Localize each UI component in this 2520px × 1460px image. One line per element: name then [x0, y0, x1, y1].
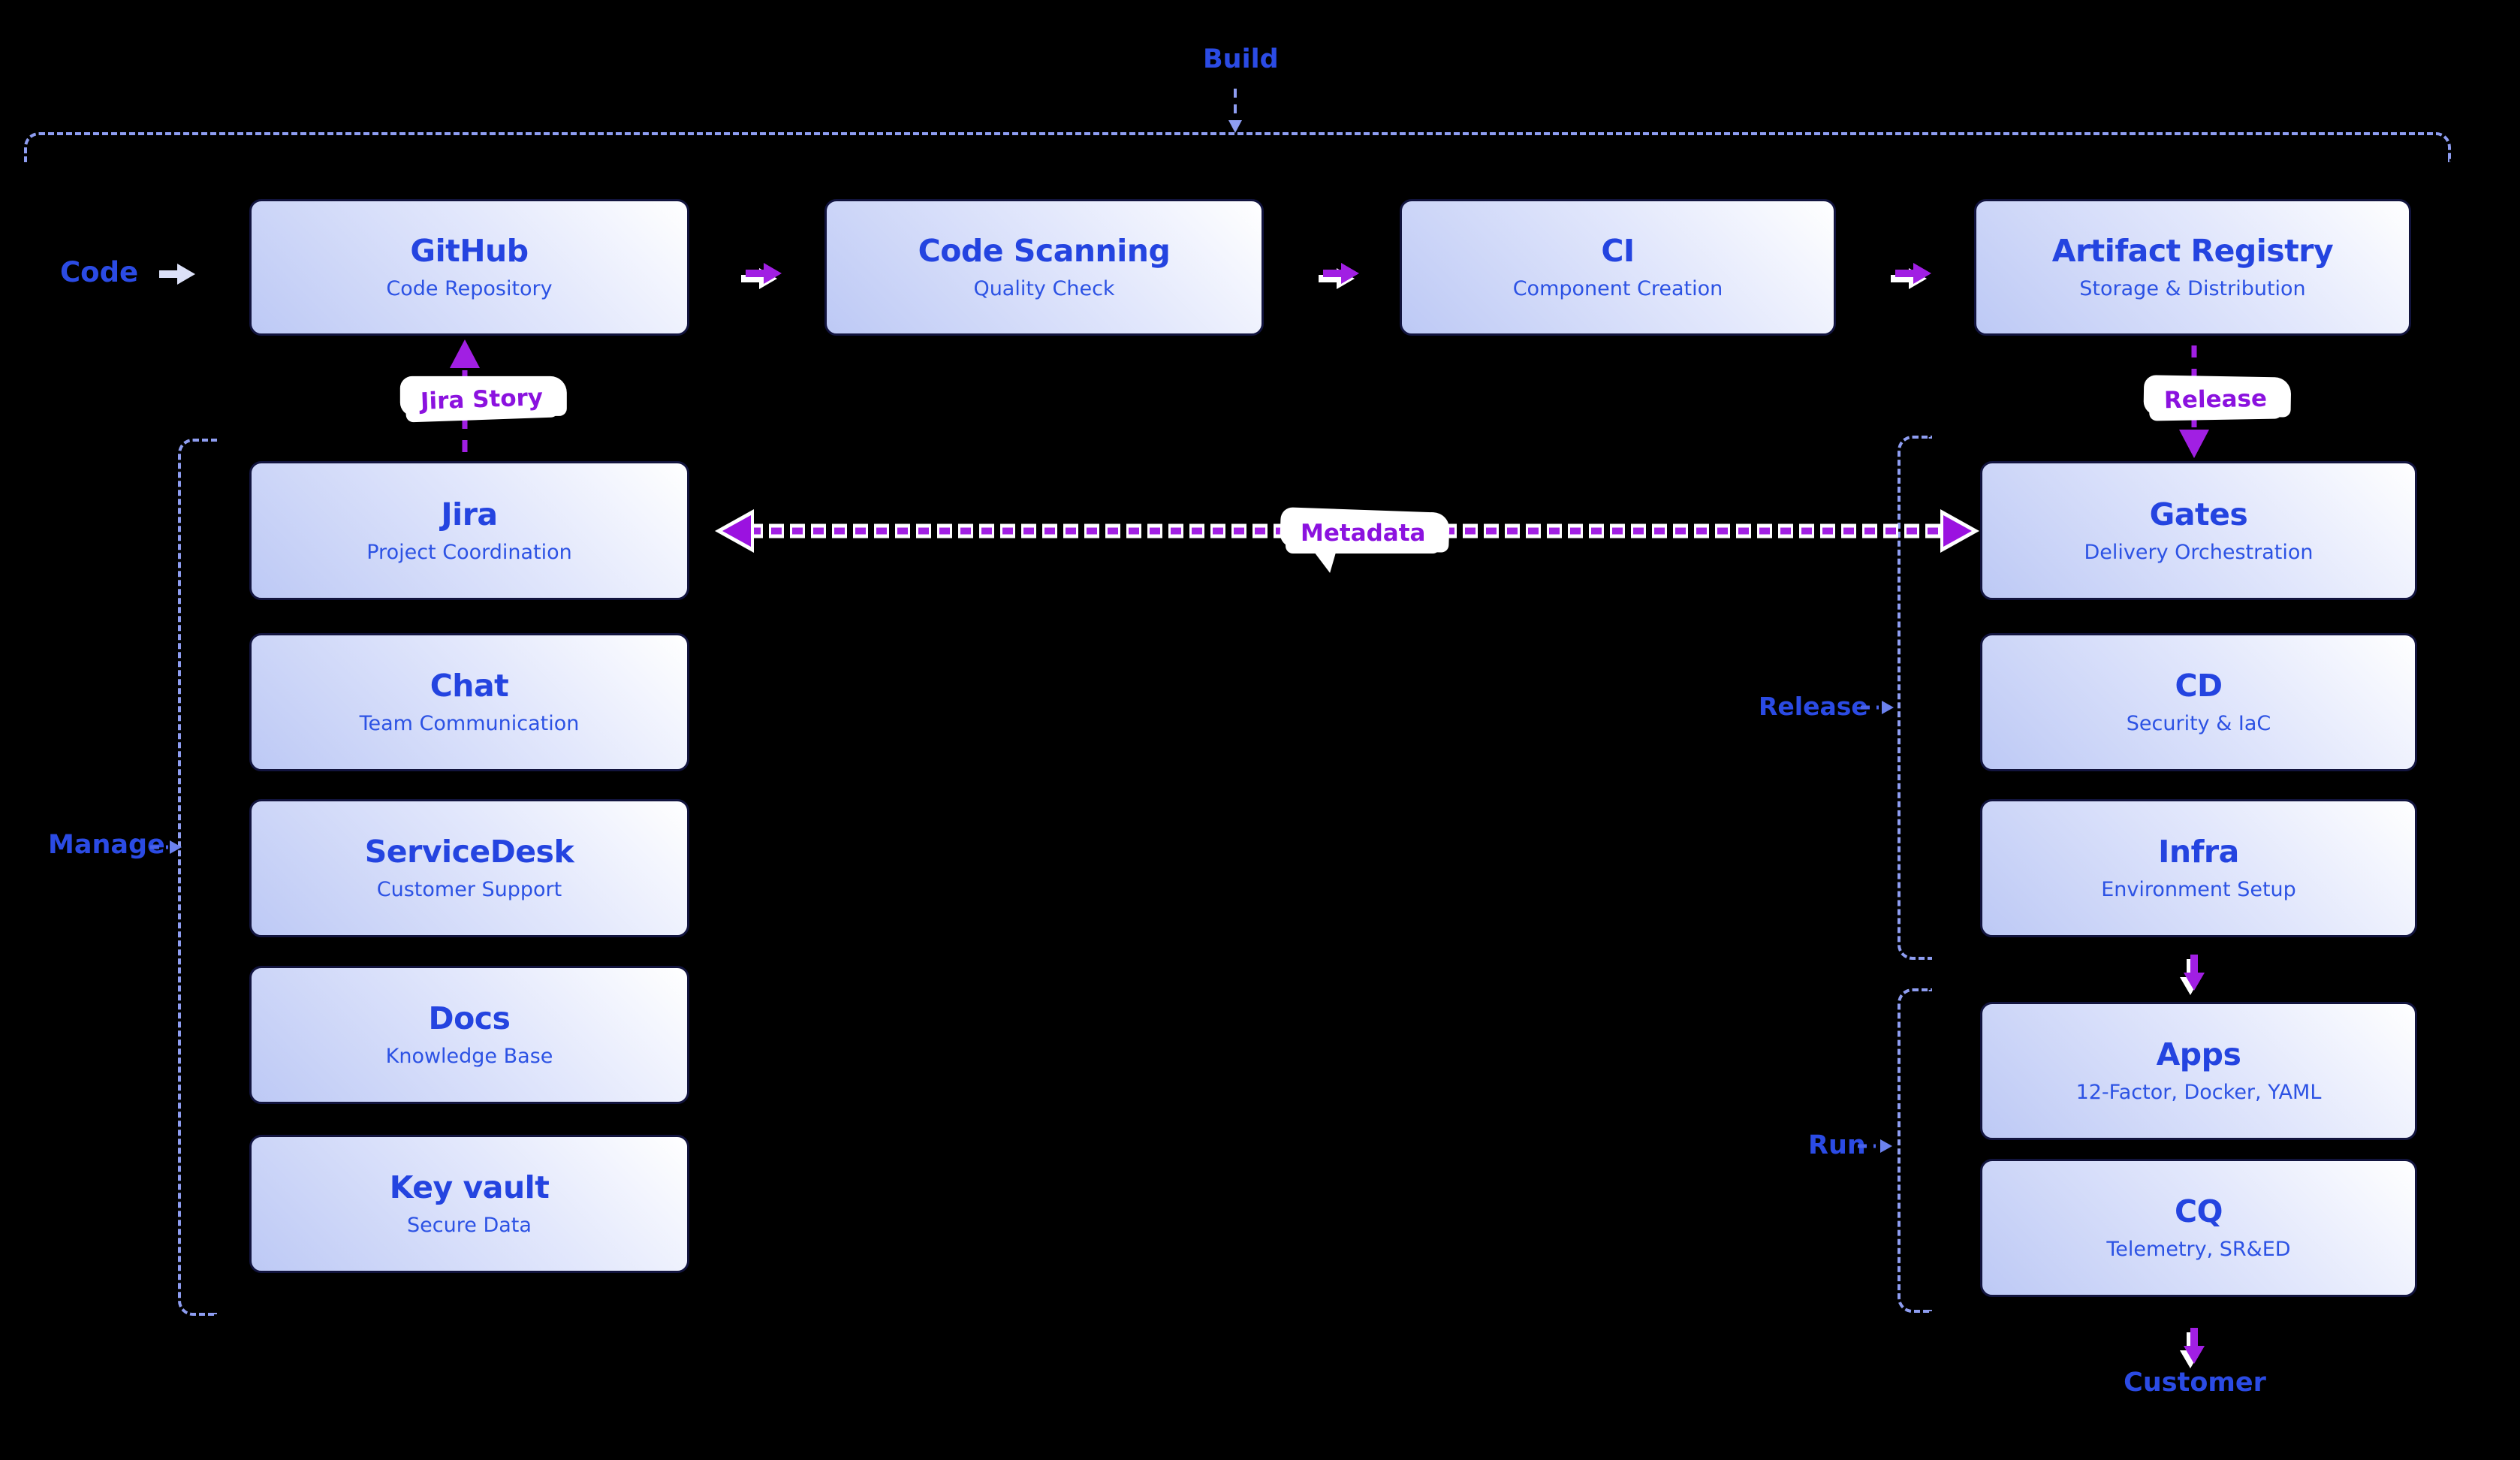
node-infra[interactable]: Infra Environment Setup — [1980, 799, 2417, 937]
node-title: CD — [2175, 668, 2223, 704]
cq-to-customer-arrow-icon — [2180, 1328, 2205, 1368]
node-title: CI — [1601, 233, 1635, 269]
node-key-vault[interactable]: Key vault Secure Data — [249, 1135, 689, 1273]
release-tag: Release — [2148, 379, 2283, 421]
run-phase-bracket — [1898, 988, 1932, 1313]
node-title: CQ — [2175, 1193, 2223, 1229]
node-title: Jira — [441, 496, 498, 532]
ci-to-artifact-arrow-icon — [1891, 263, 1931, 289]
build-phase-bracket — [24, 132, 2451, 162]
node-subtitle: Delivery Orchestration — [2084, 540, 2314, 564]
node-title: GitHub — [410, 233, 529, 269]
node-subtitle: Security & IaC — [2126, 712, 2271, 735]
node-github[interactable]: GitHub Code Repository — [249, 199, 689, 336]
node-title: Key vault — [389, 1169, 550, 1205]
release-phase-bracket — [1898, 436, 1932, 960]
node-cd[interactable]: CD Security & IaC — [1980, 633, 2417, 771]
build-tick — [1228, 89, 1242, 133]
jira-story-tag: Jira Story — [405, 377, 559, 423]
node-subtitle: Environment Setup — [2101, 878, 2296, 901]
codescanning-to-ci-arrow-icon — [1319, 263, 1359, 289]
node-title: Apps — [2156, 1036, 2241, 1072]
node-subtitle: Secure Data — [407, 1214, 532, 1237]
node-subtitle: Telemetry, SR&ED — [2106, 1238, 2291, 1261]
node-cq[interactable]: CQ Telemetry, SR&ED — [1980, 1159, 2417, 1297]
node-title: Infra — [2158, 834, 2239, 870]
customer-label: Customer — [2124, 1368, 2266, 1398]
node-title: Code Scanning — [918, 233, 1171, 269]
manage-phase-bracket — [178, 439, 217, 1316]
node-code-scanning[interactable]: Code Scanning Quality Check — [824, 199, 1264, 336]
node-title: ServiceDesk — [364, 834, 574, 870]
metadata-tag: Metadata — [1286, 514, 1441, 554]
code-to-github-arrow-icon — [159, 264, 195, 285]
node-servicedesk[interactable]: ServiceDesk Customer Support — [249, 799, 689, 937]
node-subtitle: Component Creation — [1512, 277, 1723, 300]
release-phase-label: Release — [1759, 692, 1868, 721]
build-phase-label: Build — [1203, 44, 1279, 74]
run-phase-label: Run — [1808, 1130, 1866, 1160]
node-jira[interactable]: Jira Project Coordination — [249, 461, 689, 600]
node-subtitle: Customer Support — [376, 878, 562, 901]
node-apps[interactable]: Apps 12-Factor, Docker, YAML — [1980, 1002, 2417, 1140]
node-subtitle: Knowledge Base — [385, 1045, 553, 1068]
node-title: Artifact Registry — [2051, 233, 2334, 269]
node-title: Chat — [430, 668, 509, 704]
node-chat[interactable]: Chat Team Communication — [249, 633, 689, 771]
manage-phase-label: Manage — [48, 830, 165, 860]
node-subtitle: 12-Factor, Docker, YAML — [2075, 1081, 2322, 1104]
node-subtitle: Quality Check — [973, 277, 1115, 300]
node-subtitle: Team Communication — [359, 712, 580, 735]
node-gates[interactable]: Gates Delivery Orchestration — [1980, 461, 2417, 600]
node-title: Docs — [428, 1000, 511, 1036]
node-ci[interactable]: CI Component Creation — [1400, 199, 1836, 336]
node-artifact-registry[interactable]: Artifact Registry Storage & Distribution — [1974, 199, 2411, 336]
node-subtitle: Project Coordination — [366, 540, 572, 564]
node-title: Gates — [2149, 496, 2248, 532]
node-subtitle: Code Repository — [386, 277, 553, 300]
code-phase-label: Code — [60, 256, 139, 288]
node-subtitle: Storage & Distribution — [2079, 277, 2306, 300]
infra-to-apps-arrow-icon — [2180, 955, 2205, 995]
github-to-codescanning-arrow-icon — [741, 263, 782, 289]
node-docs[interactable]: Docs Knowledge Base — [249, 966, 689, 1104]
